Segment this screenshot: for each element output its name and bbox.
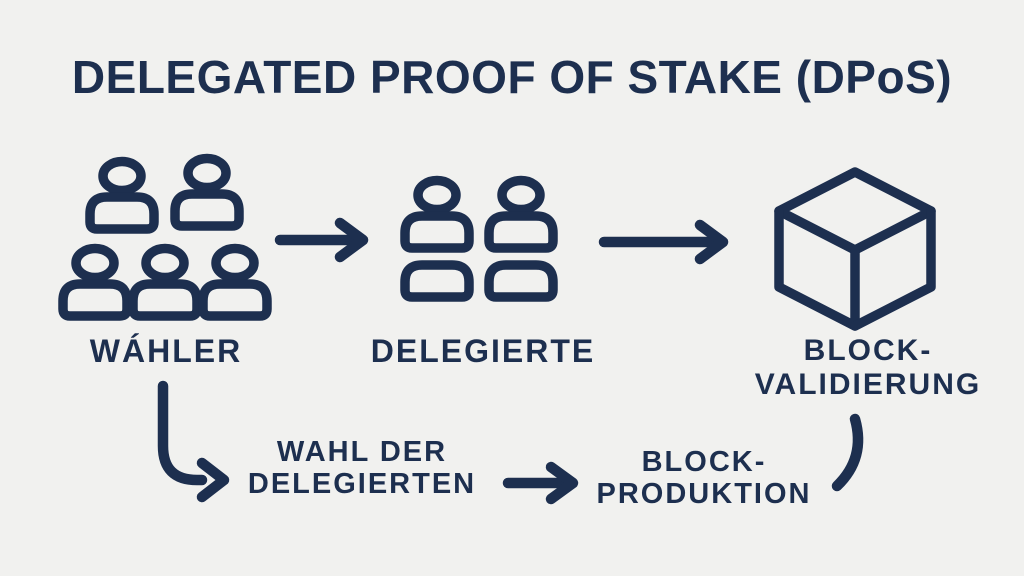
label-delegates-text: DELEGIERTE [370,333,596,369]
arrow-election-to-production-icon [502,461,579,505]
label-delegate-election-line1: WAHL DER [276,436,448,468]
delegates-group-icon [405,181,553,298]
arrow-voters-to-delegates-icon [274,217,369,263]
label-block-production: BLOCK- PRODUKTION [597,446,812,510]
label-delegate-election-line2: DELEGIERTEN [247,468,477,500]
label-voters: WÁHLER [90,334,242,368]
label-block-validation-line2: VALIDIERUNG [754,368,982,401]
label-block-validation-line1: BLOCK- [803,334,933,367]
curved-arrow-voters-down-icon [157,380,230,503]
voters-group-icon [63,159,267,317]
arrow-delegates-to-validation-icon [598,219,729,265]
label-block-validation: BLOCK- VALIDIERUNG [755,334,981,402]
curved-connector-production-to-validation-icon [831,413,864,492]
cube-icon [774,167,936,331]
page-title: DELEGATED PROOF OF STAKE (DPoS) [71,51,953,103]
label-voters-text: WÁHLER [89,333,243,369]
label-block-production-line1: BLOCK- [641,446,767,478]
label-delegates: DELEGIERTE [371,334,595,368]
label-delegate-election: WAHL DER DELEGIERTEN [248,436,476,500]
label-block-production-line2: PRODUKTION [596,478,812,510]
